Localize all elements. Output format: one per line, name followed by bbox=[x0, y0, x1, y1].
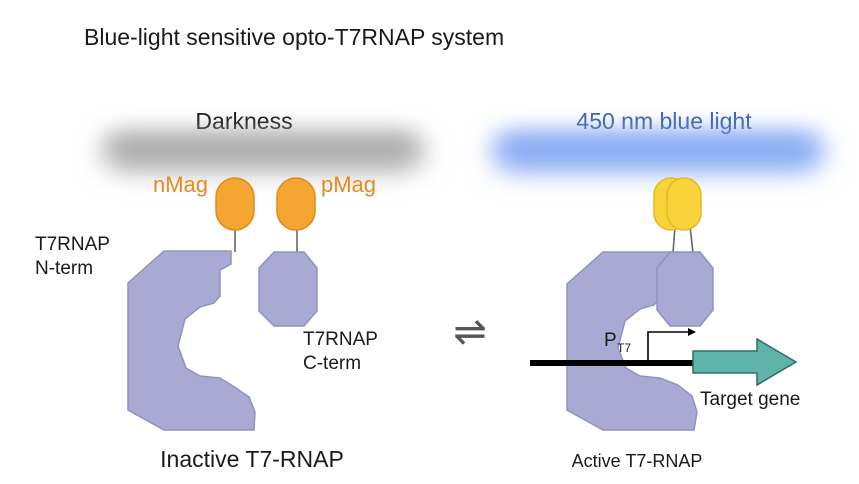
active-cterm-domain bbox=[656, 251, 714, 327]
active-state-label: Active T7-RNAP bbox=[572, 451, 703, 471]
cterm-label-line1: T7RNAP bbox=[303, 329, 378, 350]
equilibrium-arrows: ⇌ bbox=[453, 310, 487, 354]
pmag-domain bbox=[276, 177, 316, 231]
blue-light-label: 450 nm blue light bbox=[576, 108, 752, 134]
active-pmag-domain bbox=[666, 177, 702, 231]
darkness-shade bbox=[98, 134, 428, 184]
t7rnap-cterm-domain bbox=[258, 251, 318, 327]
promoter-arrow bbox=[647, 331, 688, 362]
target-gene-label: Target gene bbox=[700, 389, 800, 410]
nmag-label: nMag bbox=[153, 172, 208, 197]
active-linker-right bbox=[689, 225, 694, 254]
active-linker-left bbox=[672, 225, 676, 254]
figure-title: Blue-light sensitive opto-T7RNAP system bbox=[84, 24, 504, 50]
promoter-arrowhead bbox=[688, 328, 696, 336]
darkness-label: Darkness bbox=[195, 108, 292, 134]
cterm-label-line2: C-term bbox=[303, 353, 361, 374]
promoter-label: P bbox=[604, 330, 617, 351]
pmag-label: pMag bbox=[321, 172, 376, 197]
promoter-subscript: T7 bbox=[617, 341, 631, 355]
nmag-domain bbox=[215, 177, 255, 231]
inactive-state-label: Inactive T7-RNAP bbox=[160, 446, 344, 472]
target-gene-arrow bbox=[692, 337, 798, 387]
nterm-label-line2: N-term bbox=[35, 258, 93, 279]
nterm-label-line1: T7RNAP bbox=[35, 234, 110, 255]
t7rnap-nterm-domain bbox=[127, 250, 256, 431]
blue-light-glow bbox=[488, 134, 828, 186]
